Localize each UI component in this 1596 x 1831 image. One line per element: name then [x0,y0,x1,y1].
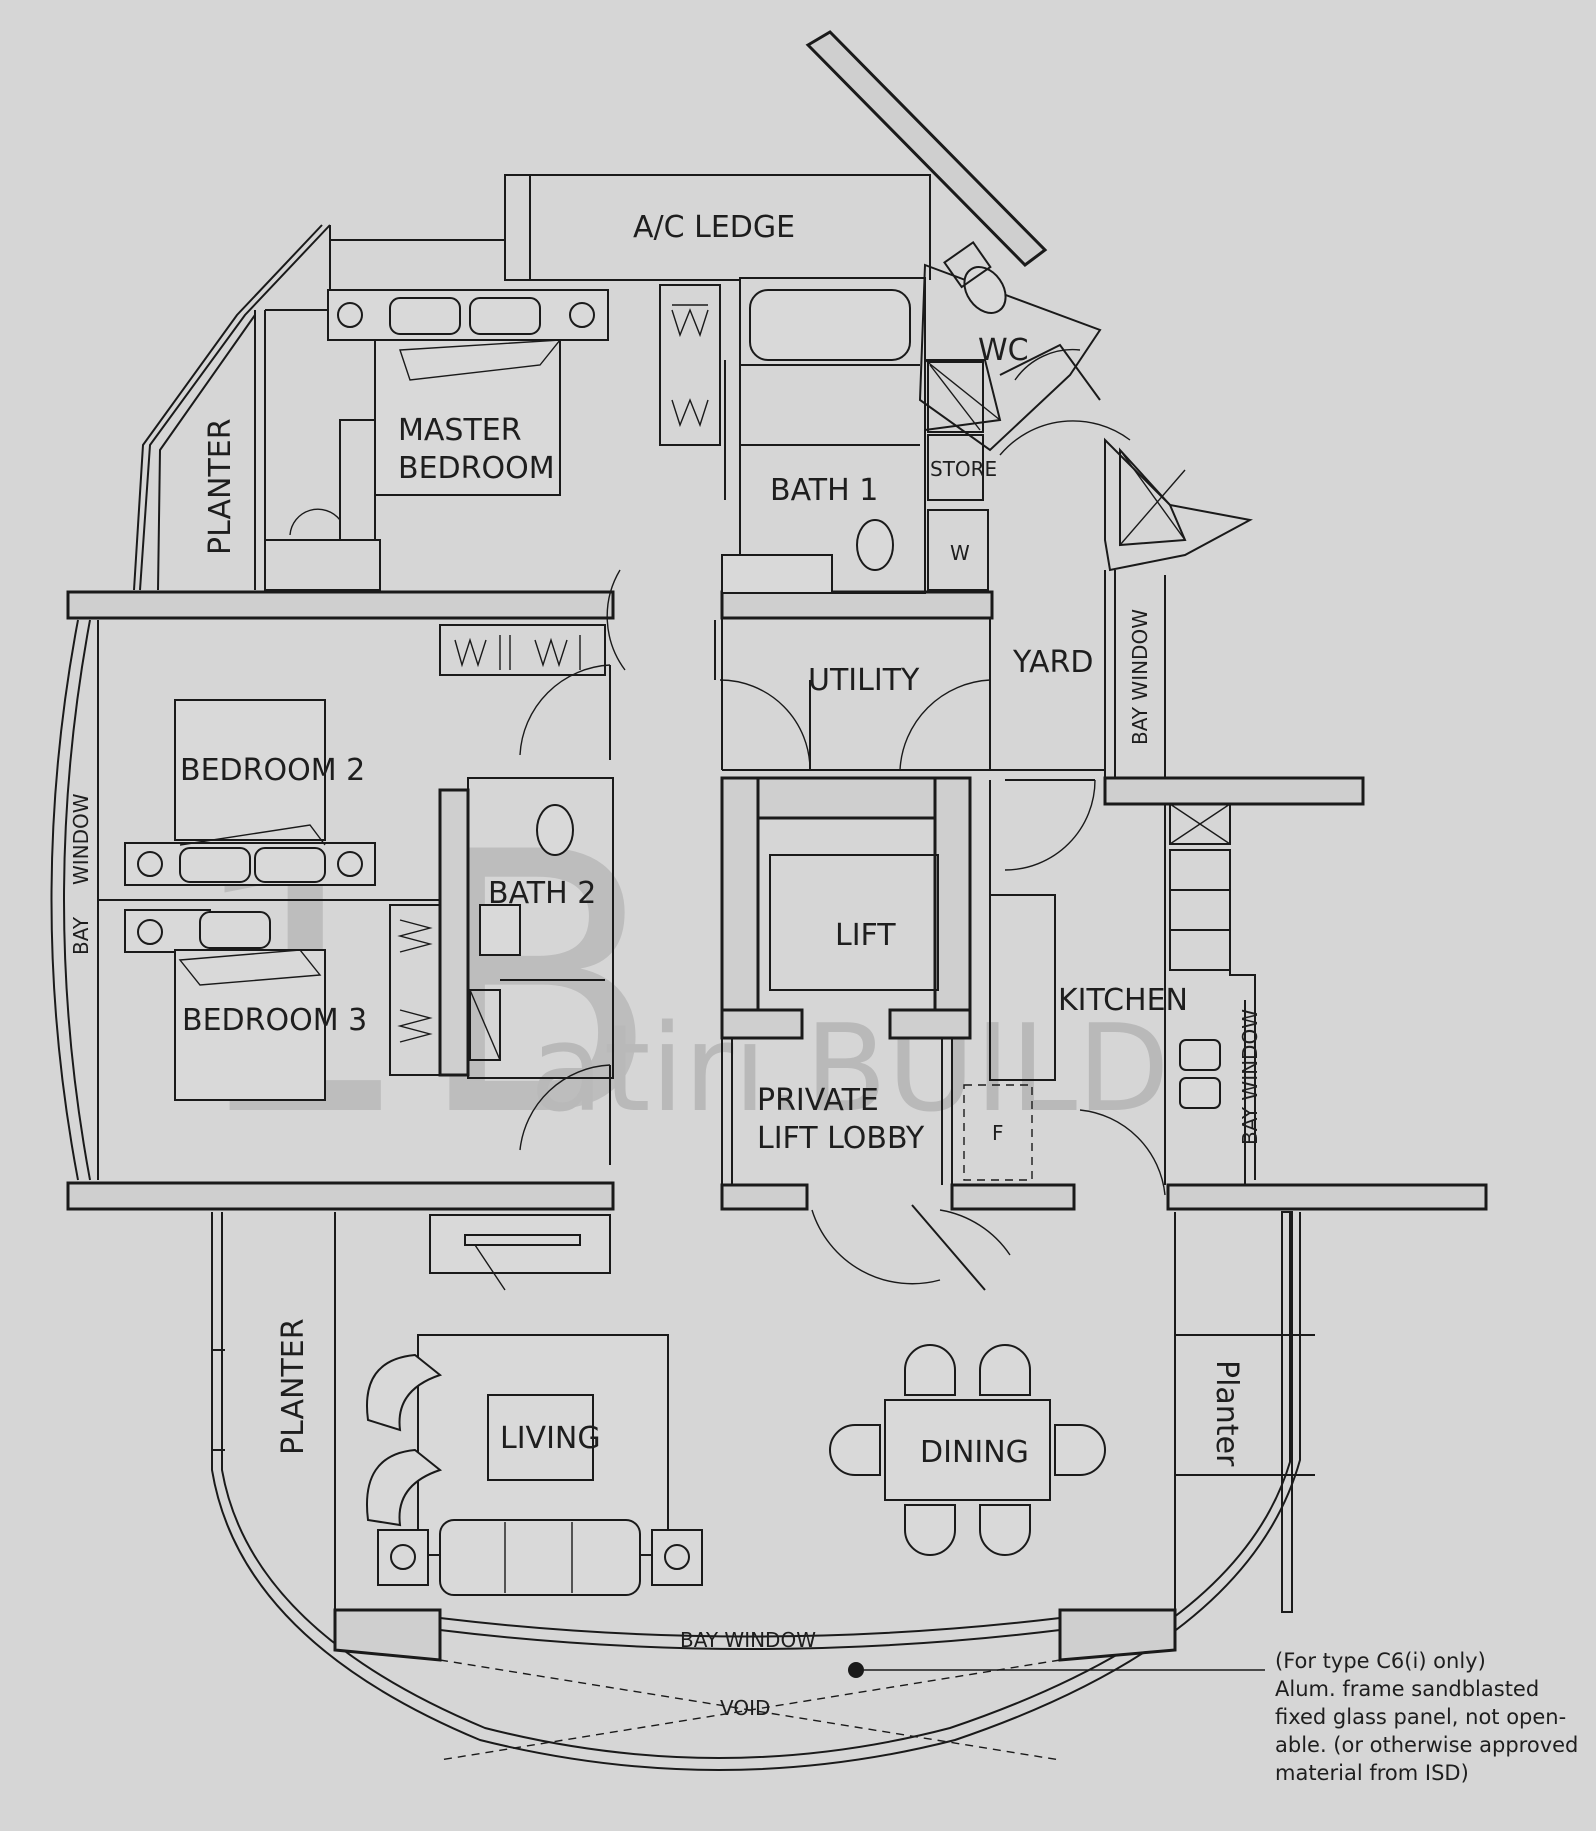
label-w: W [950,541,970,565]
label-planter-right: Planter [1209,1360,1244,1467]
note-line-1: (For type C6(i) only) [1275,1649,1486,1673]
label-lobby-2: LIFT LOBBY [757,1121,925,1156]
label-bedroom2: BEDROOM 2 [180,753,365,788]
label-bay-b: WINDOW [69,793,93,885]
slab-upper-left [66,590,615,620]
label-lift: LIFT [835,918,896,953]
label-planter-top: PLANTER [203,418,238,555]
planter-fins [212,1211,1315,1613]
slab-lower-right [1166,1183,1488,1211]
interior-walls [254,225,1256,1185]
label-master-2: BEDROOM [398,451,555,486]
note-line-3: fixed glass panel, not open- [1275,1705,1566,1729]
label-bedroom3: BEDROOM 3 [182,1003,367,1038]
label-ac-ledge: A/C LEDGE [633,210,795,245]
label-master-1: MASTER [398,413,522,448]
slab-upper-mid [720,590,994,620]
label-kitchen: KITCHEN [1058,983,1188,1018]
watermark-text: atiri.BUILD [530,1000,1170,1139]
label-bay-a: BAY [69,916,93,955]
label-bath2: BATH 2 [488,876,596,911]
label-fridge: F [992,1121,1004,1145]
label-bay-window-bottom: BAY WINDOW [680,1628,816,1652]
slab-right [1103,776,1365,806]
label-store: STORE [930,457,997,481]
doors [519,348,1166,1291]
label-lobby-1: PRIVATE [757,1083,879,1118]
left-bay-window [63,619,91,1181]
label-living: LIVING [500,1421,601,1456]
label-bay-window-right: BAY WINDOW [1128,609,1152,745]
label-bath1: BATH 1 [770,473,878,508]
slab-lower-mid2 [950,1183,1076,1211]
slab-lower-left [66,1181,615,1211]
note-line-4: able. (or otherwise approved [1275,1733,1578,1757]
note-line-5: material from ISD) [1275,1761,1469,1785]
label-void: VOID [720,1696,770,1720]
outer-walls [133,30,1253,591]
label-dining: DINING [920,1435,1029,1470]
label-yard: YARD [1012,645,1093,680]
slab-lower-mid1 [720,1183,809,1211]
label-wc: WC [978,333,1029,368]
living-outer-arc [211,1212,1301,1771]
label-planter-bottom: PLANTER [276,1318,311,1455]
note-line-2: Alum. frame sandblasted [1275,1677,1539,1701]
furniture [124,240,1106,1596]
label-utility: UTILITY [808,663,920,698]
label-bay-window-kitchen: BAY WINDOW [1238,1009,1262,1145]
